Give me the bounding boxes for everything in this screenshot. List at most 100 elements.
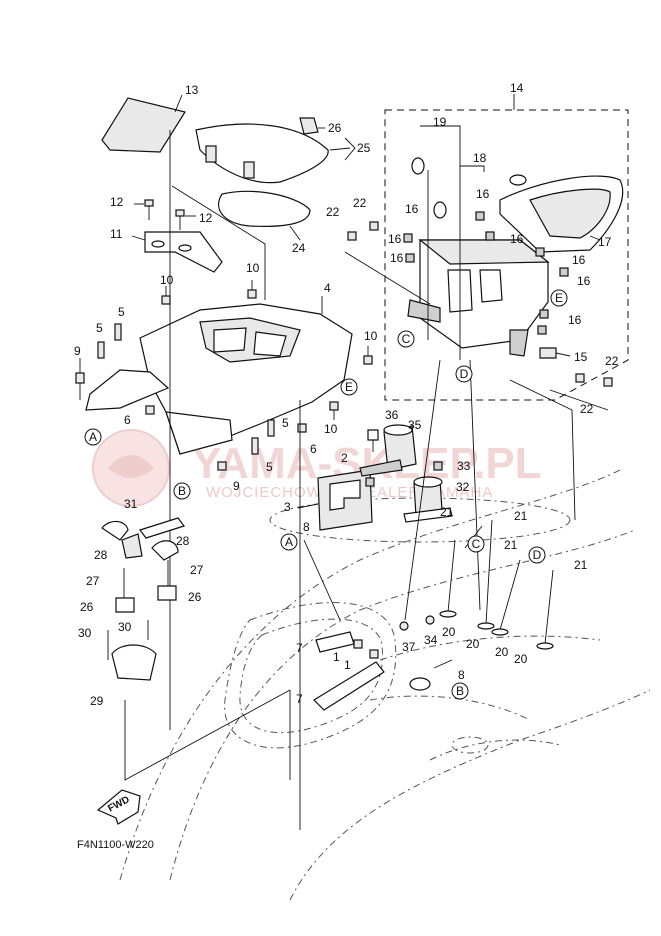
part-5-grommet-b [97, 341, 105, 359]
callout-10-c: 10 [364, 329, 378, 343]
ref-marker-b-upper [173, 482, 191, 500]
part-5-grommet-d [267, 419, 275, 437]
part-7-strap-lower [313, 661, 385, 711]
part-2-clip [365, 477, 375, 487]
part-37-nut [399, 621, 409, 631]
svg-text:A: A [285, 535, 293, 549]
callout-21-d: 21 [574, 558, 588, 572]
callout-17: 17 [598, 235, 612, 249]
reference-markers: A B E E C D A C D B [84, 289, 568, 700]
ref-marker-a-lower [280, 533, 298, 551]
assembly-14-frame [384, 109, 629, 401]
callout-11: 11 [110, 227, 123, 241]
callout-7-a: 7 [296, 641, 303, 655]
ref-marker-e-right [550, 289, 568, 307]
callout-19: 19 [433, 115, 447, 129]
part-24-hinge-left [205, 145, 217, 163]
callout-5-d: 5 [266, 460, 273, 474]
drawing-code: F4N1100-W220 [77, 839, 154, 851]
callout-16-d: 16 [510, 232, 524, 246]
callout-10-a: 10 [246, 261, 260, 275]
callout-8-a: 8 [303, 520, 310, 534]
svg-text:B: B [178, 484, 186, 498]
callout-20-c: 20 [495, 645, 509, 659]
svg-text:E: E [555, 291, 563, 305]
part-8-washer [409, 677, 431, 691]
callout-33: 33 [457, 459, 471, 473]
callout-12-a: 12 [110, 195, 124, 209]
callout-22-c: 22 [605, 354, 619, 368]
svg-text:B: B [456, 684, 464, 698]
callout-20-b: 20 [466, 637, 480, 651]
callout-18: 18 [473, 151, 487, 165]
part-15-bolt [539, 347, 557, 359]
ref-marker-d-lower [528, 546, 546, 564]
part-7-strap-upper [315, 631, 355, 653]
callout-27-b: 27 [86, 574, 100, 588]
screw-1-b [369, 649, 379, 659]
callout-22-a: 22 [326, 205, 340, 219]
callout-31: 31 [124, 497, 138, 511]
callout-1-a: 1 [333, 650, 340, 664]
svg-text:D: D [460, 367, 469, 381]
callout-24: 25 [357, 141, 371, 155]
callout-4: 4 [324, 281, 331, 295]
callout-16-h: 16 [568, 313, 582, 327]
callout-22-d: 22 [580, 402, 594, 416]
svg-text:A: A [89, 430, 97, 444]
callout-30-a: 30 [118, 620, 132, 634]
callout-23: 24 [292, 241, 306, 255]
callout-16-a: 16 [476, 187, 490, 201]
callout-28-a: 28 [176, 534, 190, 548]
callout-9-a: 9 [74, 344, 81, 358]
callout-26-b: 26 [188, 590, 202, 604]
callout-32: 32 [456, 480, 470, 494]
callout-13: 13 [185, 83, 199, 97]
callout-37: 37 [402, 640, 416, 654]
callout-labels: 13 14 26 25 19 18 16 12 12 22 22 16 17 1… [74, 81, 619, 708]
part-13-pad [101, 97, 186, 153]
svg-text:D: D [533, 548, 542, 562]
callout-9-b: 9 [233, 479, 240, 493]
callout-35: 35 [408, 418, 422, 432]
ref-marker-c-lower [467, 535, 485, 553]
callout-1-b: 1 [344, 658, 351, 672]
hull-outline [119, 469, 651, 901]
ref-marker-a-upper [84, 428, 102, 446]
callout-14: 14 [510, 81, 524, 95]
callout-34: 34 [424, 633, 438, 647]
callout-3: 3 [284, 500, 291, 514]
part-24-hinge-right [243, 161, 255, 179]
fwd-arrow-icon: FWD [96, 789, 141, 825]
part-34-nut [425, 615, 435, 625]
ref-marker-e-left [340, 378, 358, 396]
side-panel-left [85, 369, 170, 411]
part-33-screw [433, 461, 443, 471]
callout-36: 36 [385, 408, 399, 422]
clips-16 [403, 211, 569, 335]
part-23-seal [218, 190, 311, 227]
callout-22-b: 22 [353, 196, 367, 210]
callout-27-a: 27 [190, 563, 204, 577]
watermark-logo-icon [92, 429, 170, 507]
rods-20-21 [439, 519, 554, 650]
ref-marker-d-upper [455, 365, 473, 383]
callout-20-d: 20 [514, 652, 528, 666]
part-3-tray [317, 469, 373, 531]
callout-30-b: 30 [78, 626, 92, 640]
ref-marker-c-upper [397, 330, 415, 348]
callout-26-a: 26 [80, 600, 94, 614]
svg-text:C: C [472, 537, 481, 551]
svg-text:E: E [345, 380, 353, 394]
part-5-grommet-a [114, 323, 122, 341]
callout-12-b: 12 [199, 211, 213, 225]
callout-7-b: 7 [296, 692, 303, 706]
callout-20-a: 20 [442, 625, 456, 639]
callout-21-c: 21 [504, 538, 518, 552]
callout-25: 26 [328, 121, 342, 135]
screw-9-lower [217, 461, 227, 471]
part-25-latch [299, 117, 319, 135]
callout-21-b: 21 [514, 509, 528, 523]
callout-21-a: 21 [440, 505, 454, 519]
